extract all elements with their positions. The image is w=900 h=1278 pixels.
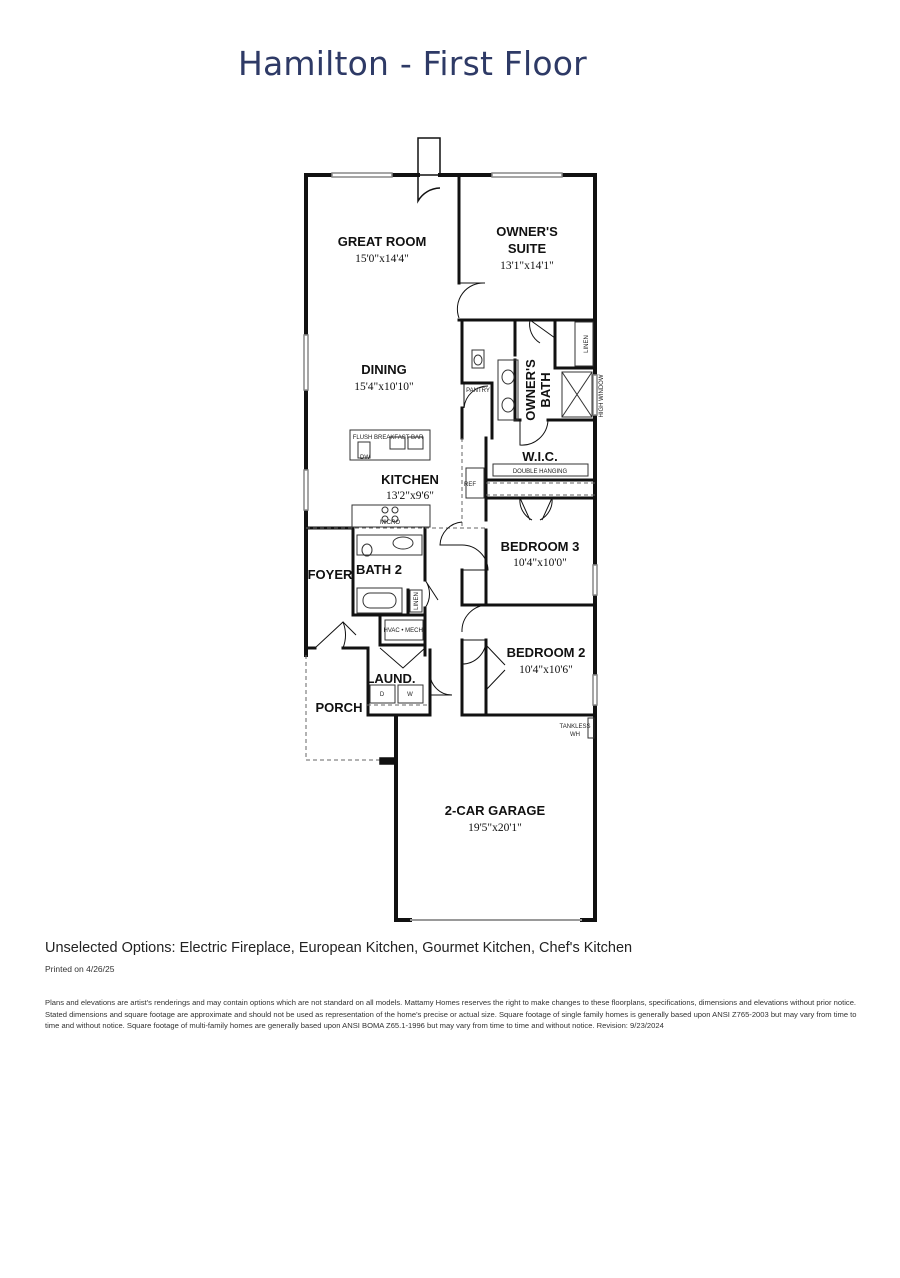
bedroom3-dims: 10'4"x10'0" <box>513 557 567 569</box>
foyer-label: FOYER <box>308 567 353 582</box>
flush-breakfast-bar-label: FLUSH BREAKFAST BAR <box>353 435 424 441</box>
garage-label: 2-CAR GARAGE <box>445 803 546 818</box>
owners-suite-label-1: OWNER'S <box>496 224 558 239</box>
owners-linen-label: LINEN <box>584 335 590 353</box>
garage-dims: 19'5"x20'1" <box>468 822 522 834</box>
bedroom2-label: BEDROOM 2 <box>507 645 586 660</box>
pantry-label: PANTRY <box>466 388 490 394</box>
wic-label: W.I.C. <box>522 449 557 464</box>
bedroom3-label: BEDROOM 3 <box>501 539 580 554</box>
owners-suite-dims: 13'1"x14'1" <box>500 260 554 272</box>
bedroom2-dims: 10'4"x10'6" <box>519 664 573 676</box>
printed-date: Printed on 4/26/25 <box>45 964 115 974</box>
entry-door <box>379 137 441 765</box>
tankless-label-2: WH <box>570 732 580 738</box>
kitchen-dims: 13'2"x9'6" <box>386 490 434 502</box>
bath2-linen-label: LINEN <box>414 592 420 610</box>
owners-bath-label-2: BATH <box>538 372 553 407</box>
tankless-label-1: TANKLESS <box>560 724 591 730</box>
ref-label: REF <box>464 482 476 488</box>
owners-bath-label-1: OWNER'S <box>523 359 538 421</box>
porch-label: PORCH <box>316 700 363 715</box>
dining-dims: 15'4"x10'10" <box>354 381 414 393</box>
owners-suite-label-2: SUITE <box>508 241 547 256</box>
interior-walls <box>304 173 597 717</box>
great-room-dims: 15'0"x14'4" <box>355 253 409 265</box>
laundry-label: LAUND. <box>366 671 415 686</box>
washer-label: W <box>407 692 413 698</box>
kitchen-label: KITCHEN <box>381 472 439 487</box>
dining-label: DINING <box>361 362 407 377</box>
hvac-mech-label: HVAC • MECH. <box>384 628 425 634</box>
page-title: Hamilton - First Floor <box>238 44 587 83</box>
high-window-label: HIGH WINDOW <box>599 374 605 417</box>
disclaimer-text: Plans and elevations are artist's render… <box>45 998 857 1030</box>
dashed-lines <box>305 438 595 761</box>
great-room-label: GREAT ROOM <box>338 234 427 249</box>
door-swings <box>314 282 556 696</box>
micro-label: MICRO <box>380 520 400 526</box>
double-hanging-label: DOUBLE HANGING <box>513 469 568 475</box>
fixtures <box>349 321 595 739</box>
bath2-label: BATH 2 <box>356 562 402 577</box>
unselected-options-note: Unselected Options: Electric Fireplace, … <box>45 940 633 956</box>
windows <box>303 172 598 706</box>
dryer-label: D <box>380 692 385 698</box>
dw-label: DW <box>360 455 370 461</box>
